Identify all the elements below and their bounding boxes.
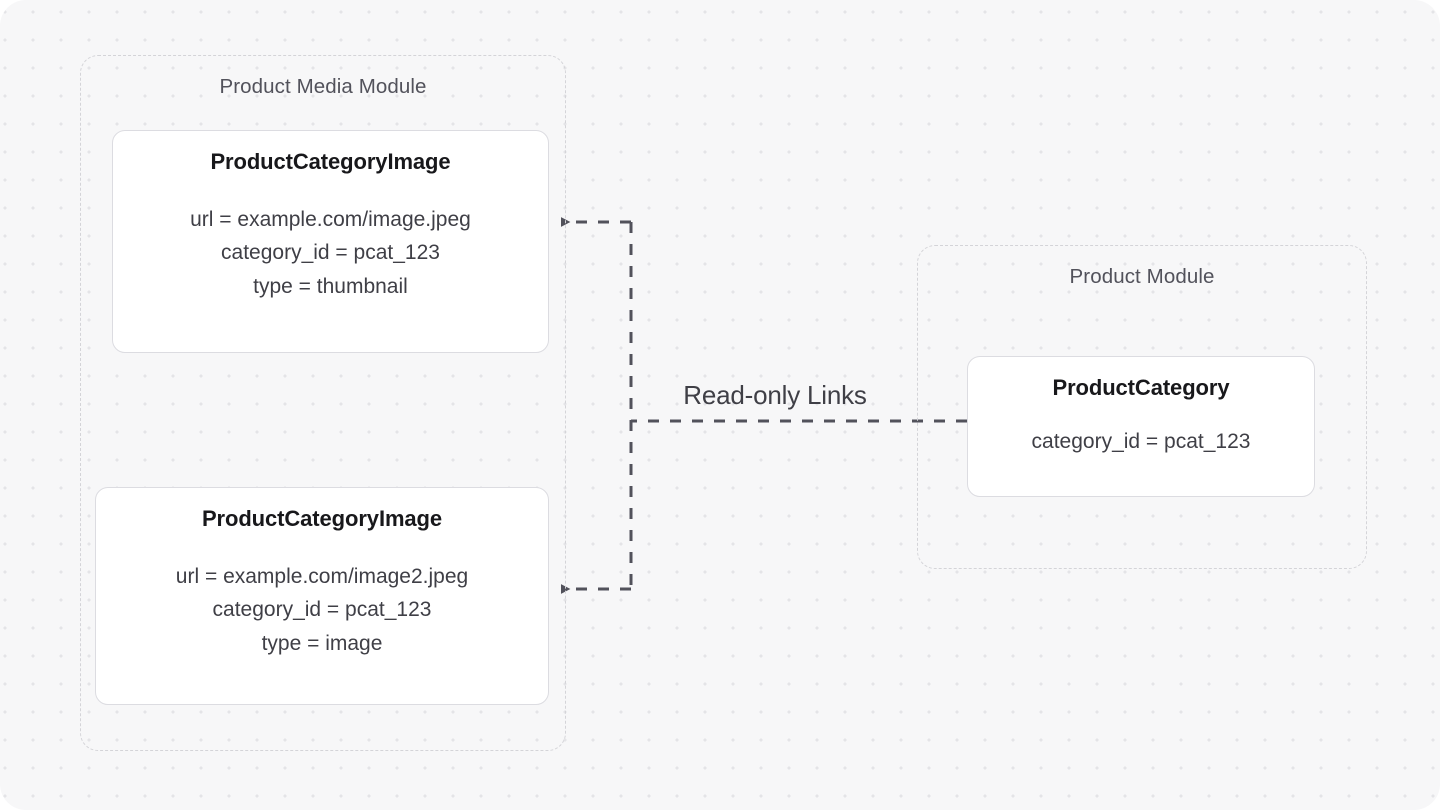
entity-card-product-category-image-1[interactable]: ProductCategoryImage url = example.com/i… xyxy=(112,130,549,353)
card-attribute: url = example.com/image2.jpeg xyxy=(175,565,469,588)
card-attribute: category_id = pcat_123 xyxy=(221,241,440,265)
card-title: ProductCategoryImage xyxy=(201,506,443,531)
module-title-product: Product Module xyxy=(1069,265,1215,288)
card-attribute-list: url = example.com/image.jpeg category_id… xyxy=(190,205,471,302)
card-attribute: type = image xyxy=(261,631,383,655)
card-title: ProductCategoryImage xyxy=(210,149,451,174)
entity-card-product-category[interactable]: ProductCategory category_id = pcat_123 xyxy=(967,356,1315,497)
card-attribute: category_id = pcat_123 xyxy=(1031,430,1251,453)
module-title-product-media: Product Media Module xyxy=(219,75,427,98)
card-attribute: category_id = pcat_123 xyxy=(212,598,432,622)
card-attribute: url = example.com/image.jpeg xyxy=(190,208,471,231)
connector-label-read-only-links: Read-only Links xyxy=(683,380,867,410)
entity-card-product-category-image-2[interactable]: ProductCategoryImage url = example.com/i… xyxy=(95,487,549,705)
card-attribute-list: url = example.com/image2.jpeg category_i… xyxy=(176,562,468,659)
card-attribute: type = thumbnail xyxy=(253,274,408,298)
module-product-media: Product Media Module xyxy=(80,55,566,751)
card-attribute-list: category_id = pcat_123 xyxy=(1032,427,1251,457)
card-title: ProductCategory xyxy=(1052,375,1230,400)
module-product: Product Module xyxy=(917,245,1367,569)
